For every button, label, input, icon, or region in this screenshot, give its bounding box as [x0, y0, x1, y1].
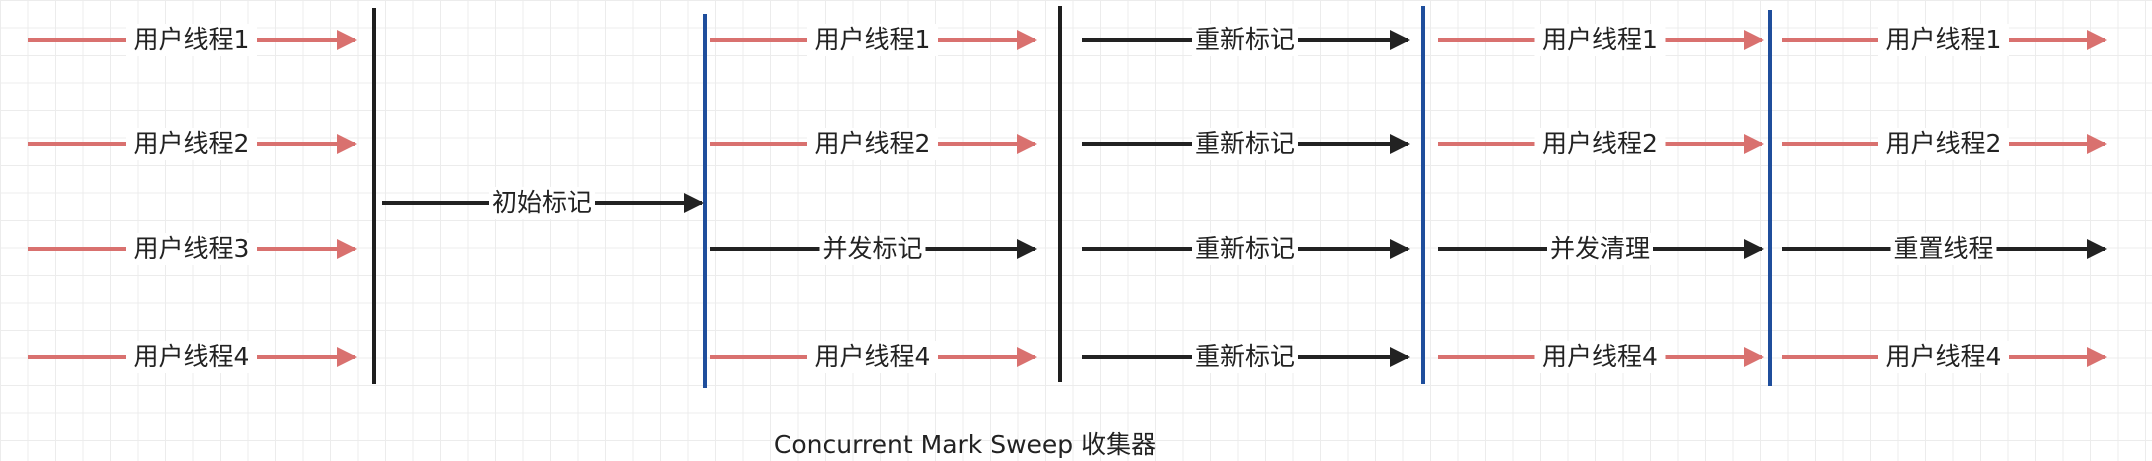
- barrier-group: [372, 6, 1772, 388]
- arrow-label: 重新标记: [1195, 342, 1295, 371]
- diagram-title: Concurrent Mark Sweep 收集器: [773, 430, 1157, 459]
- arrow-label-background: [1192, 24, 1298, 56]
- arrow-label-background: [126, 128, 257, 160]
- arrow-label: 用户线程1: [1886, 25, 2002, 54]
- arrow-label-background: [1878, 341, 2009, 373]
- stage-1-arrow-1: 用户线程1: [28, 24, 357, 56]
- stage-5-arrow-3: 并发清理: [1438, 233, 1764, 265]
- stage-4-arrow-3: 重新标记: [1082, 233, 1410, 265]
- arrow-label-background: [1534, 128, 1666, 160]
- arrow-label: 用户线程1: [1542, 25, 1658, 54]
- arrow-label-background: [807, 128, 938, 160]
- arrow-label: 用户线程2: [1886, 129, 2002, 158]
- arrow-label: 用户线程4: [815, 342, 931, 371]
- arrow-label: 初始标记: [492, 188, 592, 217]
- arrow-label: 重新标记: [1195, 129, 1295, 158]
- stage-6-arrow-1: 用户线程1: [1782, 24, 2107, 56]
- arrow-label: 用户线程2: [134, 129, 250, 158]
- arrow-label: 用户线程4: [1542, 342, 1658, 371]
- arrow-group: 用户线程1用户线程2用户线程3用户线程4初始标记用户线程1用户线程2并发标记用户…: [28, 24, 2107, 373]
- arrow-label-background: [126, 341, 257, 373]
- stage-3-arrow-4: 用户线程4: [710, 341, 1037, 373]
- arrow-label-background: [1534, 341, 1666, 373]
- stage-4-arrow-2: 重新标记: [1082, 128, 1410, 160]
- arrow-label: 并发清理: [1550, 234, 1650, 263]
- stage-6-arrow-2: 用户线程2: [1782, 128, 2107, 160]
- arrow-label: 并发标记: [822, 234, 922, 263]
- arrow-label: 用户线程2: [815, 129, 931, 158]
- arrow-label: 重新标记: [1195, 25, 1295, 54]
- stage-3-arrow-3: 并发标记: [710, 233, 1037, 265]
- arrow-label: 重置线程: [1893, 234, 1993, 263]
- stage-5-arrow-1: 用户线程1: [1438, 24, 1764, 56]
- stage-6-arrow-3: 重置线程: [1782, 233, 2107, 265]
- arrow-label-background: [1192, 233, 1298, 265]
- arrow-label: 用户线程1: [134, 25, 250, 54]
- stage-3-arrow-1: 用户线程1: [710, 24, 1037, 56]
- arrow-label-background: [1890, 233, 1997, 265]
- arrow-label: 用户线程4: [1886, 342, 2002, 371]
- arrow-label-background: [1878, 24, 2009, 56]
- stage-4-arrow-4: 重新标记: [1082, 341, 1410, 373]
- arrow-label-background: [807, 341, 938, 373]
- arrow-label: 用户线程4: [134, 342, 250, 371]
- arrow-label-background: [807, 24, 938, 56]
- arrow-label-background: [1192, 128, 1298, 160]
- arrow-label: 用户线程1: [815, 25, 931, 54]
- arrow-label-background: [489, 187, 595, 219]
- stage-1-arrow-2: 用户线程2: [28, 128, 357, 160]
- arrow-label: 用户线程2: [1542, 129, 1658, 158]
- arrow-label: 重新标记: [1195, 234, 1295, 263]
- stage-3-arrow-2: 用户线程2: [710, 128, 1037, 160]
- stage-2-arrow-1: 初始标记: [382, 187, 704, 219]
- stage-6-arrow-4: 用户线程4: [1782, 341, 2107, 373]
- arrow-label-background: [1547, 233, 1653, 265]
- arrow-label-background: [126, 233, 257, 265]
- arrow-label-background: [819, 233, 926, 265]
- arrow-label-background: [1534, 24, 1666, 56]
- arrow-label-background: [1192, 341, 1298, 373]
- stage-1-arrow-3: 用户线程3: [28, 233, 357, 265]
- arrow-label: 用户线程3: [134, 234, 250, 263]
- stage-1-arrow-4: 用户线程4: [28, 341, 357, 373]
- stage-4-arrow-1: 重新标记: [1082, 24, 1410, 56]
- arrow-label-background: [1878, 128, 2009, 160]
- stage-5-arrow-4: 用户线程4: [1438, 341, 1764, 373]
- stage-5-arrow-2: 用户线程2: [1438, 128, 1764, 160]
- arrow-label-background: [126, 24, 257, 56]
